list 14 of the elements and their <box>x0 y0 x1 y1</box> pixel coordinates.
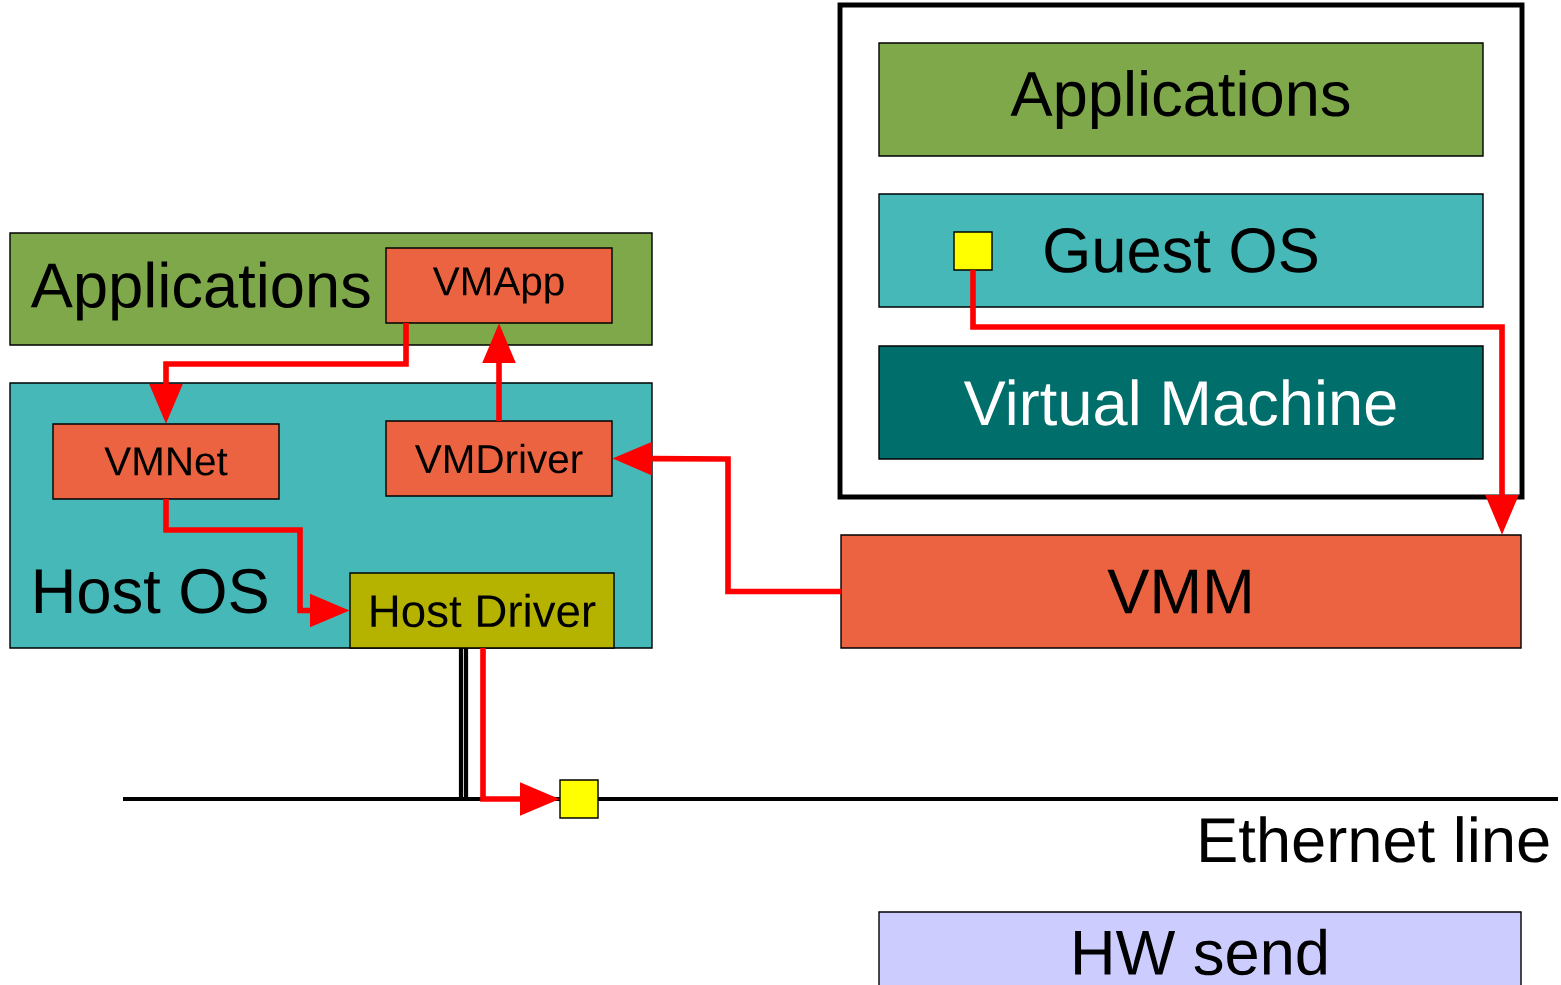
port-square <box>953 231 993 271</box>
layer-box: Applications <box>878 42 1484 157</box>
layer-box: Virtual Machine <box>878 345 1484 460</box>
component-box: VMApp <box>385 247 613 324</box>
component-box: VMDriver <box>385 420 613 497</box>
layer-label: Host OS <box>35 568 267 614</box>
driver-box: Host Driver <box>349 572 615 649</box>
port-square <box>559 779 599 819</box>
component-box: VMM <box>840 534 1522 649</box>
bus-label: Ethernet line <box>1201 816 1549 863</box>
component-box: VMNet <box>52 423 280 500</box>
layer-label: Applications <box>30 261 370 321</box>
layer-box: HW send <box>878 911 1522 985</box>
layer-box: Guest OS <box>878 193 1484 308</box>
